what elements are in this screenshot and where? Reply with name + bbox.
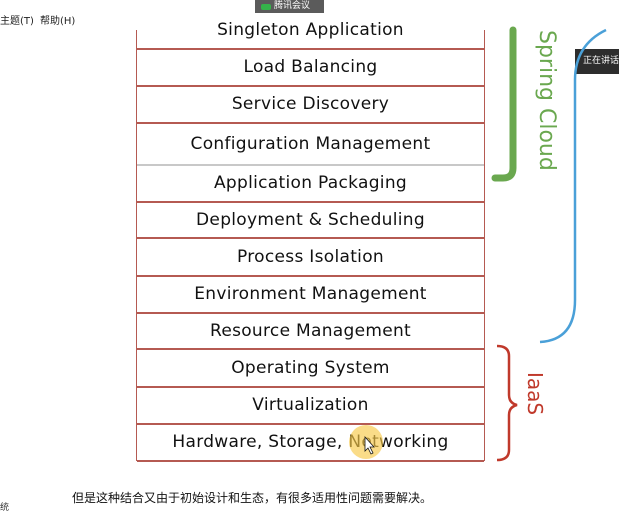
layer-divider xyxy=(137,201,484,203)
layer-application-packaging: Application Packaging xyxy=(214,173,407,193)
layer-process-isolation: Process Isolation xyxy=(237,246,384,267)
menu-theme[interactable]: 主题(T) xyxy=(0,16,34,27)
layer-hardware-storage-networking: Hardware, Storage, Networking xyxy=(172,432,449,452)
layer-singleton-application: Singleton Application xyxy=(217,20,404,40)
layer-divider xyxy=(137,312,484,314)
menu-help[interactable]: 帮助(H) xyxy=(40,16,76,27)
layer-divider xyxy=(137,348,484,350)
layer-divider xyxy=(137,164,484,166)
layer-resource-management: Resource Management xyxy=(209,320,412,341)
spring-cloud-bracket xyxy=(491,26,517,182)
layer-configuration-management: Configuration Management xyxy=(190,133,431,154)
camera-icon xyxy=(261,3,271,10)
layer-divider xyxy=(137,237,484,239)
kubernetes-bracket xyxy=(539,28,607,344)
speaking-indicator: 正在讲话 xyxy=(575,49,619,74)
layer-virtualization: Virtualization xyxy=(252,395,369,415)
slide-caption: 但是这种结合又由于初始设计和生态，有很多适用性问题需要解决。 xyxy=(72,491,433,505)
layer-divider xyxy=(137,386,484,388)
layer-service-discovery: Service Discovery xyxy=(231,94,390,114)
iaas-bracket xyxy=(496,344,518,462)
layer-deployment-scheduling: Deployment & Scheduling xyxy=(196,209,425,230)
layer-load-balancing: Load Balancing xyxy=(243,57,378,77)
architecture-stack: Singleton Application Load Balancing Ser… xyxy=(136,20,485,462)
layer-divider xyxy=(137,122,484,124)
layer-divider xyxy=(137,48,484,50)
corner-text: 统 xyxy=(0,503,10,513)
meeting-badge[interactable]: 腾讯会议 xyxy=(255,0,324,13)
layer-divider xyxy=(137,85,484,87)
spring-cloud-label: Spring Cloud xyxy=(534,30,559,171)
layer-operating-system: Operating System xyxy=(231,357,390,378)
layer-divider xyxy=(137,275,484,277)
layer-environment-management: Environment Management xyxy=(194,284,427,304)
meeting-label: 腾讯会议 xyxy=(274,1,311,11)
iaas-label: IaaS xyxy=(523,372,547,415)
layer-divider xyxy=(137,423,484,425)
layer-divider xyxy=(137,460,484,462)
